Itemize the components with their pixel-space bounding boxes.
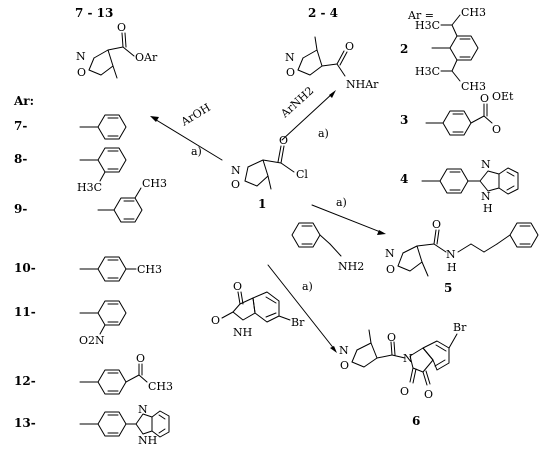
atom-n: N — [231, 164, 241, 177]
atom-nh: NH — [138, 434, 157, 447]
aryl-number-9: 9- — [14, 202, 27, 216]
condition-a-ester: a) — [191, 145, 202, 158]
methyl-ch3: CH3 — [148, 380, 173, 393]
aryl-8-o-tolyl: H3C — [77, 147, 127, 194]
atom-o: O — [211, 314, 220, 327]
atom-o-carbonyl: O — [345, 40, 354, 53]
atom-o-carbonyl: O — [117, 21, 126, 34]
compound-number-6: 6 — [412, 414, 420, 428]
ester-oar-label: OAr — [135, 51, 158, 64]
aryl-number-11: 11- — [14, 305, 36, 319]
atom-n: N — [76, 50, 86, 63]
aryl-11-o-nitrophenyl: O2N — [79, 300, 127, 347]
atom-br: Br — [453, 321, 467, 334]
methyl-h3c: H3C — [415, 65, 440, 78]
atom-o-carbonyl: O — [279, 134, 288, 147]
compound-number-5: 5 — [444, 281, 452, 295]
atom-o: O — [286, 66, 295, 79]
aryl-3-ethoxycarbonylphenyl: O OEt O — [425, 90, 514, 136]
methyl-ch3: CH3 — [461, 80, 486, 93]
atom-n: N — [138, 403, 148, 416]
amide-nhar-label: NHAr — [346, 78, 379, 91]
amine-nh2: NH2 — [338, 260, 364, 273]
aryl-number-3: 3 — [400, 113, 408, 127]
atom-o: O — [424, 388, 433, 401]
aryl-2-diisopropylphenyl: CH3 H3C H3C CH3 — [415, 6, 486, 93]
series-label-7-13: 7 - 13 — [75, 6, 113, 20]
aryl-number-4: 4 — [400, 172, 408, 186]
aryl-number-7: 7- — [14, 119, 27, 133]
phenethylamine-reagent: NH2 — [291, 222, 364, 273]
aryl-12-acetylphenyl: O CH3 — [79, 352, 173, 395]
condition-a-amide: a) — [318, 127, 329, 140]
ar-definition-label: Ar = — [407, 9, 434, 22]
methyl-ch3: CH3 — [461, 6, 486, 19]
compound-1-structure: N O O Cl 1 — [231, 134, 308, 211]
atom-n: N — [285, 51, 295, 64]
aryl-4-benzimidazolylphenyl: N N H — [421, 158, 519, 215]
atom-n: N — [481, 158, 491, 171]
bromoisatin-reagent: O O NH Br — [211, 280, 305, 339]
reagent-arnh2: ArNH2 — [278, 84, 317, 121]
atom-o-ketone: O — [136, 352, 145, 365]
methyl-h3c: H3C — [415, 19, 440, 32]
aryl-number-2: 2 — [400, 42, 408, 56]
methyl-ch3: CH3 — [137, 263, 162, 276]
atom-h: H — [483, 202, 493, 215]
ethoxy-oet: OEt — [492, 90, 514, 103]
methyl-ch3: CH3 — [142, 177, 167, 190]
methyl-h3c: H3C — [77, 181, 102, 194]
atom-cl: Cl — [296, 168, 308, 181]
nitro-o2n: O2N — [79, 334, 105, 347]
compound-5-structure: N O O N H 5 — [385, 218, 539, 295]
atom-o: O — [400, 385, 409, 398]
aryl-number-8: 8- — [14, 152, 27, 166]
atom-o: O — [386, 263, 395, 276]
aryl-13-benzimidazolylphenyl: N NH — [79, 403, 170, 447]
atom-br: Br — [291, 316, 305, 329]
atom-nh: NH — [233, 326, 252, 339]
atom-n: N — [481, 190, 491, 203]
atom-n-amide: N — [446, 248, 456, 261]
atom-h: H — [447, 261, 457, 274]
reagent-aroh: ArOH — [178, 101, 213, 129]
reaction-arrows — [150, 90, 386, 353]
aryl-number-12: 12- — [14, 374, 36, 388]
condition-a-phenethyl: a) — [336, 196, 347, 209]
ar-list-heading: Ar: — [13, 94, 34, 108]
aryl-9-m-tolyl: CH3 — [97, 177, 167, 223]
aryl-number-13: 13- — [14, 416, 36, 430]
atom-o-ester: O — [480, 92, 489, 105]
atom-n: N — [385, 247, 395, 260]
amide-core-structure: N O O NHAr — [285, 36, 379, 91]
atom-o: O — [233, 280, 242, 293]
atom-o: O — [340, 359, 349, 372]
atom-o-carbonyl: O — [432, 218, 441, 231]
atom-n-imide: N — [403, 352, 413, 365]
compound-number-1: 1 — [258, 197, 266, 211]
atom-o: O — [77, 66, 86, 79]
aryl-7-phenyl — [79, 114, 127, 140]
aryl-number-10: 10- — [14, 261, 36, 275]
ester-core-structure: N O O OAr — [76, 21, 158, 79]
compound-6-structure: N O O N O O Br 6 — [339, 321, 467, 428]
condition-a-isatin: a) — [302, 280, 313, 293]
atom-n: N — [339, 344, 349, 357]
series-label-2-4: 2 - 4 — [308, 6, 338, 20]
atom-o: O — [231, 178, 240, 191]
atom-o-ester: O — [492, 123, 501, 136]
aryl-10-p-tolyl: CH3 — [79, 256, 162, 282]
atom-o-carbonyl: O — [387, 331, 396, 344]
